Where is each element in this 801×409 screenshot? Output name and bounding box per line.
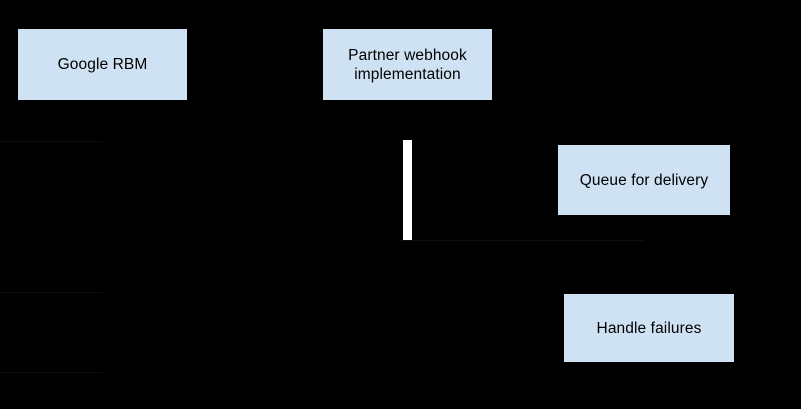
faint-rule-4 [400, 240, 645, 241]
faint-rule-1 [0, 141, 102, 142]
node-google-rbm[interactable]: Google RBM [18, 29, 187, 100]
faint-rule-3 [0, 372, 102, 373]
vertical-connector-bar [403, 140, 412, 240]
faint-rule-2 [0, 292, 102, 293]
node-handle-failures[interactable]: Handle failures [564, 294, 734, 362]
node-queue-for-delivery[interactable]: Queue for delivery [558, 145, 730, 215]
node-partner-webhook[interactable]: Partner webhook implementation [323, 29, 492, 100]
